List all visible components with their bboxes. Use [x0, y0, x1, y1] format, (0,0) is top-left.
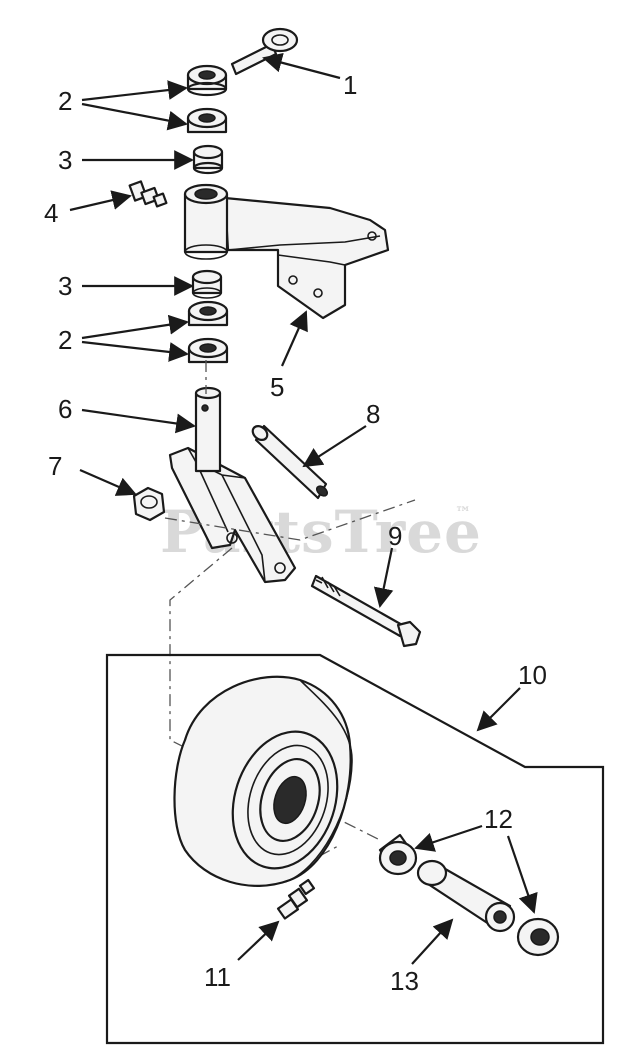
part-8-spacer-tube [251, 424, 329, 500]
leader-9 [373, 547, 394, 608]
part-6-caster-fork [168, 386, 297, 584]
leader-8 [302, 425, 367, 468]
callout-12: 12 [484, 804, 513, 834]
leader-2b-top [81, 314, 189, 340]
callout-3-upper: 3 [58, 145, 72, 175]
callout-6: 6 [58, 394, 72, 424]
part-2-washer-bottom-2 [187, 337, 229, 364]
part-9-bolt [310, 574, 422, 648]
part-10-wheel-assembly-frame [105, 653, 605, 1045]
leader-13 [411, 918, 454, 965]
callout-2-upper: 2 [58, 86, 72, 116]
leader-2b-bottom [81, 340, 189, 362]
part-2-washer-top-1 [186, 64, 228, 97]
callout-10: 10 [518, 660, 547, 690]
part-3-bushing-bottom [191, 269, 223, 299]
callout-9: 9 [388, 521, 402, 551]
leader-6 [81, 408, 196, 434]
part-2-washer-bottom-1 [187, 300, 229, 327]
leader-2a-bottom [81, 102, 188, 131]
leader-12a [414, 824, 483, 852]
callout-3-lower: 3 [58, 271, 72, 301]
part-3-bushing-top [192, 144, 224, 175]
part-10-wheel [173, 675, 353, 887]
callout-4: 4 [44, 198, 58, 228]
leader-10 [476, 687, 521, 732]
part-12-bearing-right [516, 917, 560, 957]
centerline-wheel [169, 547, 233, 751]
callout-7: 7 [48, 451, 62, 481]
watermark-trademark: ™ [455, 503, 472, 522]
part-5-caster-bracket [183, 183, 390, 320]
centerline-axle [164, 499, 416, 541]
part-12-bearing-left [378, 833, 418, 876]
part-4-grease-fitting [128, 180, 168, 208]
callout-2-lower: 2 [58, 325, 72, 355]
callout-13: 13 [390, 966, 419, 996]
callout-11: 11 [204, 962, 231, 992]
callout-8: 8 [366, 399, 380, 429]
part-1-pin [230, 27, 299, 76]
leader-5 [280, 310, 308, 367]
part-11-grease-fitting [276, 878, 316, 920]
part-7-lock-nut [132, 486, 166, 522]
part-13-axle-sleeve [416, 859, 516, 933]
callout-5: 5 [270, 372, 284, 402]
leader-4 [69, 190, 132, 212]
leader-7 [79, 468, 137, 496]
leader-11 [237, 920, 280, 961]
leader-1 [262, 52, 341, 80]
part-2-washer-top-2 [186, 107, 228, 134]
leader-12b [506, 835, 538, 914]
callout-1: 1 [343, 70, 357, 100]
leader-2a-top [81, 80, 188, 102]
